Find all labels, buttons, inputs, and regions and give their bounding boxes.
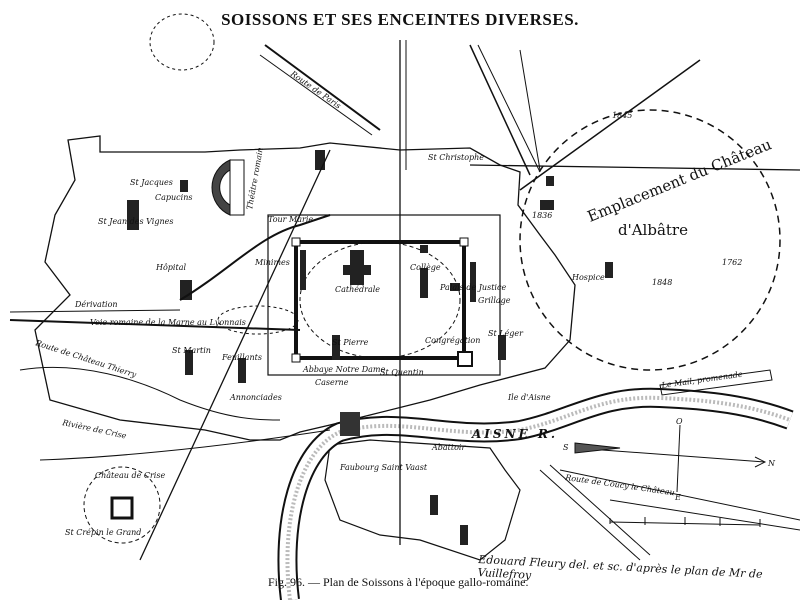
label-voie-romaine: Voie romaine de la Marne au Lyonnais — [90, 318, 246, 327]
map-title: SOISSONS ET SES ENCEINTES DIVERSES. — [221, 10, 579, 29]
label-tour-marie: Tour Marie — [268, 215, 313, 224]
label-year-1762: 1762 — [722, 258, 742, 267]
figure-caption: Fig. 96. — Plan de Soissons à l'époque g… — [268, 575, 529, 589]
label-le-mail: Le Mail, promenade — [660, 370, 743, 390]
label-st-jacques: St Jacques — [130, 178, 173, 187]
chateau-crise-circle — [83, 466, 161, 544]
label-abbaye-nd: Abbaye Notre Dame — [302, 365, 385, 374]
label-feuillants: Feuillants — [221, 353, 262, 362]
label-palais-justice: Palais de Justice — [439, 283, 506, 292]
label-ile-aisne: Ile d'Aisne — [507, 393, 551, 402]
medieval-enclosure — [267, 214, 501, 376]
label-derivation: Dérivation — [74, 300, 118, 309]
label-hospice: Hospice — [571, 273, 605, 282]
compass-s-label: S — [563, 443, 569, 452]
faubourg-boundary — [324, 439, 521, 561]
tower-marker — [291, 353, 301, 363]
label-st-martin: St Martin — [172, 346, 211, 355]
label-cathedrale: Cathédrale — [335, 285, 380, 294]
compass-n-label: N — [767, 459, 776, 468]
label-faubourg: Faubourg Saint Vaast — [339, 463, 428, 472]
label-congregation: Congrégation — [425, 336, 480, 345]
label-st-leger: St Léger — [488, 329, 524, 338]
label-hopital: Hôpital — [155, 263, 186, 272]
label-chateau-2: d'Albâtre — [618, 221, 688, 239]
compass-rose — [574, 424, 767, 493]
label-theatre: Théâtre romain — [245, 147, 265, 211]
compass-e-label: E — [674, 493, 681, 502]
label-abattoir: Abattoir — [431, 443, 466, 452]
label-caserne: Caserne — [315, 378, 349, 387]
roman-theatre — [211, 159, 231, 216]
tower-marker — [459, 237, 469, 247]
label-st-crepin: St Crépin le Grand — [65, 528, 141, 537]
label-riviere-crise: Rivière de Crise — [61, 418, 128, 441]
label-st-jean: St Jean des Vignes — [98, 217, 173, 226]
label-st-pierre: St Pierre — [332, 338, 369, 347]
roads — [9, 40, 800, 561]
label-annonciades: Annonciades — [229, 393, 282, 402]
label-college: Collège — [410, 263, 441, 272]
label-chateau-1: Emplacement du Château — [585, 135, 775, 226]
label-minimes: Minimes — [254, 258, 290, 267]
tower-marker — [457, 351, 473, 367]
label-st-quentin: St Quentin — [380, 368, 424, 377]
label-year-1848: 1848 — [652, 278, 672, 287]
label-route-coucy: Route de Coucy le Château — [564, 473, 675, 497]
label-capucins: Capucins — [155, 193, 192, 202]
chateau-circle — [519, 109, 781, 371]
bridge — [340, 412, 360, 436]
label-aisne: AISNE R. — [471, 427, 558, 441]
label-year-1836: 1836 — [532, 211, 552, 220]
label-grillage: Grillage — [478, 296, 511, 305]
label-year-1845: 1845 — [612, 111, 632, 120]
label-chateau-crise: Château de Crise — [95, 471, 165, 480]
dashed-ellipse — [149, 13, 215, 71]
dashed-enclosure — [299, 241, 461, 359]
label-route-paris: Route de Paris — [288, 69, 342, 111]
dashed-ellipse — [217, 305, 299, 335]
compass-o-label: O — [676, 417, 683, 426]
tower-marker — [291, 237, 301, 247]
label-route-chateau-thierry: Route de Château Thierry — [33, 338, 137, 380]
town-boundary — [34, 135, 576, 441]
chateau-crise — [110, 496, 134, 520]
label-st-christophe: St Christophe — [428, 153, 484, 162]
scale-bar — [609, 517, 761, 527]
